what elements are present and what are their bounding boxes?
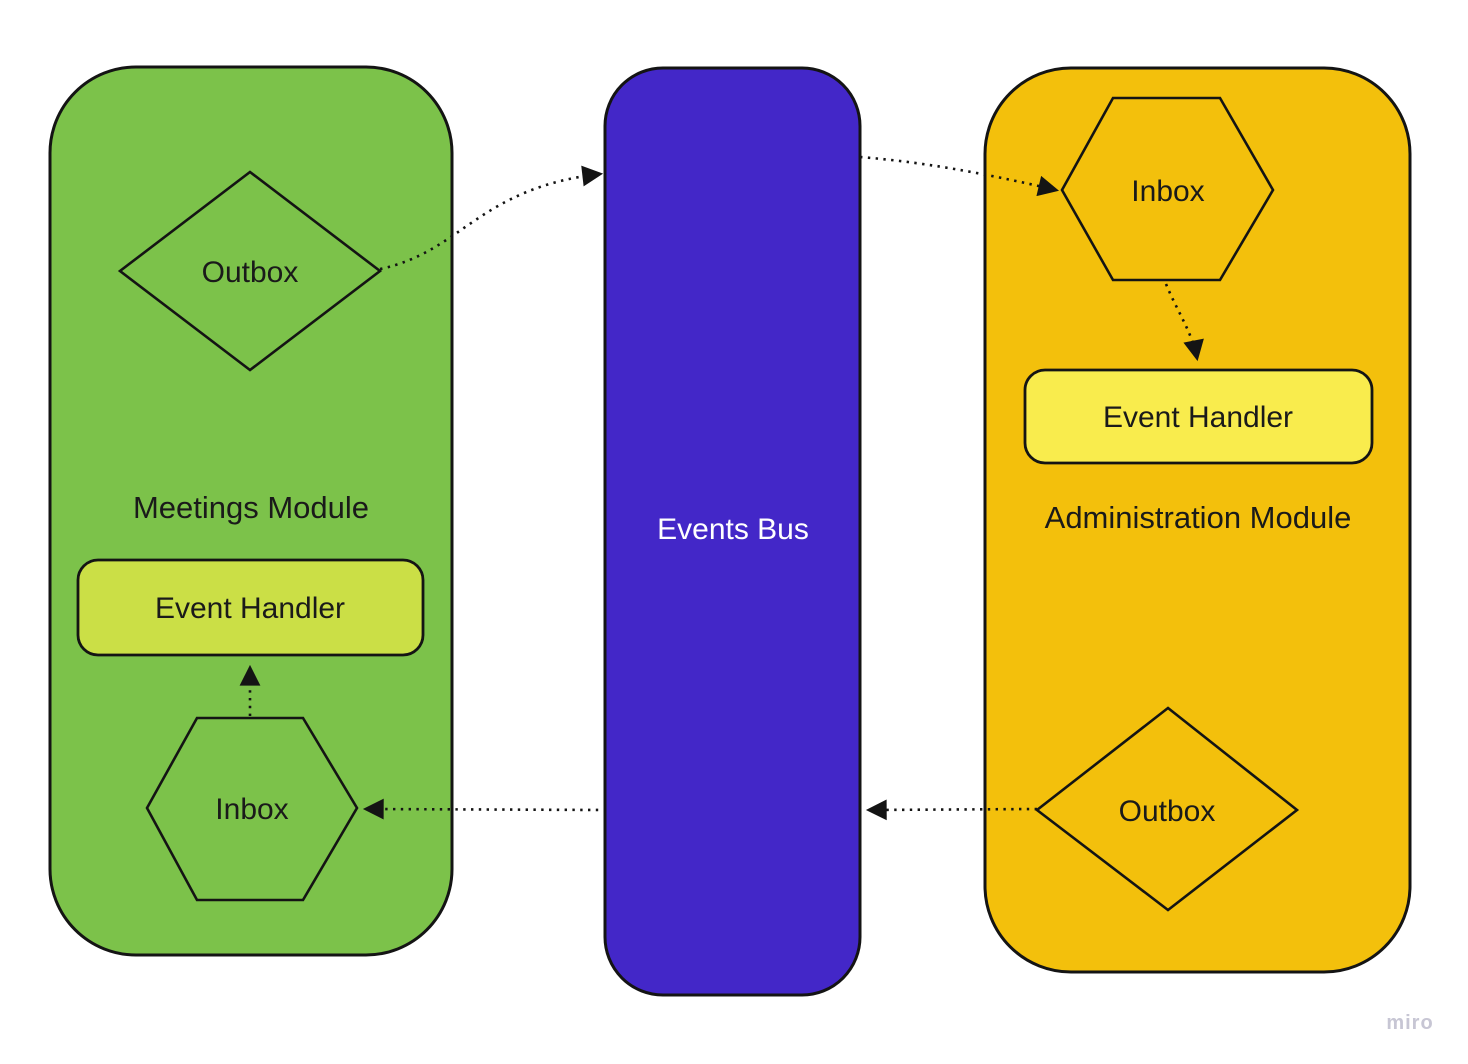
events-bus-container[interactable]: [603, 66, 862, 997]
meetings-event-handler-label: Event Handler: [155, 592, 345, 625]
connector-events-bus-to-meetings-inbox[interactable]: [362, 798, 607, 820]
admin-outbox-label: Outbox: [1119, 795, 1216, 828]
meetings-outbox-label: Outbox: [202, 256, 299, 289]
admin-event-handler-label: Event Handler: [1103, 401, 1293, 434]
meetings-inbox-label: Inbox: [215, 793, 288, 826]
meetings-event-handler-box[interactable]: [76, 558, 425, 657]
events-bus-title: Events Bus: [657, 513, 809, 546]
administration-module-container[interactable]: [983, 66, 1412, 974]
connector-admin-outbox-to-events-bus[interactable]: [865, 799, 1038, 821]
admin-inbox-label: Inbox: [1131, 175, 1204, 208]
admin-inbox-hexagon[interactable]: [1060, 96, 1275, 282]
admin-outbox-diamond[interactable]: [1034, 706, 1300, 912]
admin-event-handler-box[interactable]: [1023, 368, 1374, 465]
meetings-outbox-diamond[interactable]: [117, 170, 383, 372]
administration-module-title: Administration Module: [1045, 500, 1352, 535]
miro-watermark: miro: [1386, 1012, 1433, 1034]
meetings-module-title: Meetings Module: [133, 490, 369, 525]
connector-admin-inbox-to-admin-event-handler[interactable]: [1164, 283, 1204, 362]
meetings-inbox-hexagon[interactable]: [145, 716, 359, 902]
